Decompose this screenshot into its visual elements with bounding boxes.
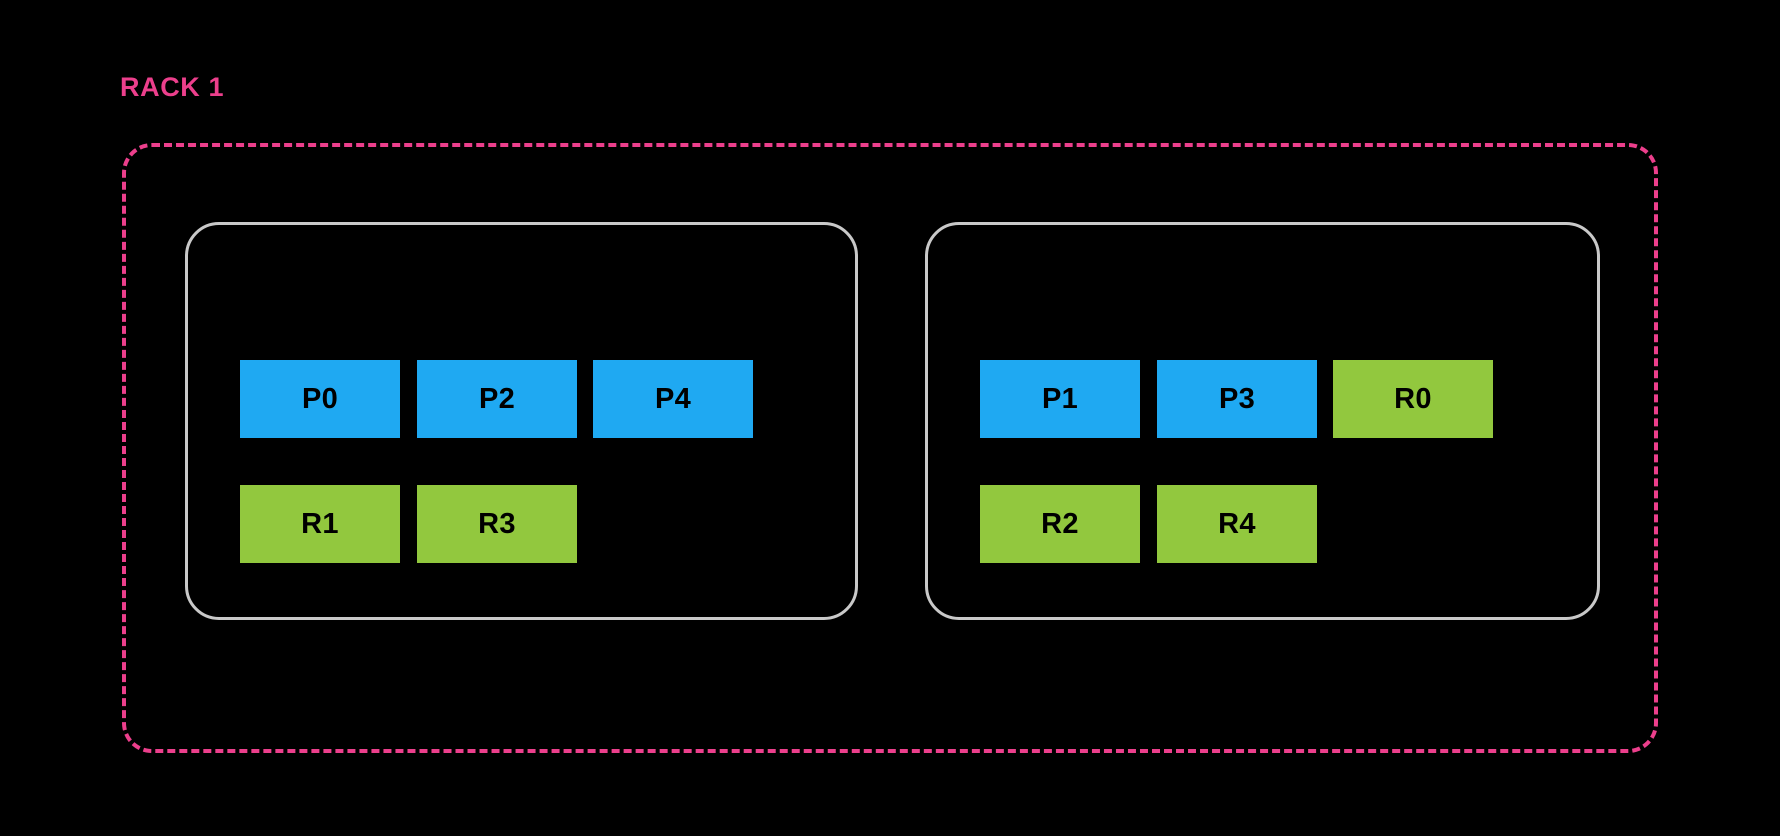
chip-r4[interactable]: R4 [1157, 485, 1317, 563]
chip-p3[interactable]: P3 [1157, 360, 1317, 438]
rack-label: RACK 1 [120, 72, 225, 102]
rack-boundary [122, 143, 1658, 753]
chip-r2[interactable]: R2 [980, 485, 1140, 563]
chip-p1[interactable]: P1 [980, 360, 1140, 438]
node-box-1 [925, 222, 1600, 620]
chip-p2[interactable]: P2 [417, 360, 577, 438]
chip-p0[interactable]: P0 [240, 360, 400, 438]
chip-r0[interactable]: R0 [1333, 360, 1493, 438]
node-box-0 [185, 222, 858, 620]
chip-r1[interactable]: R1 [240, 485, 400, 563]
chip-r3[interactable]: R3 [417, 485, 577, 563]
chip-p4[interactable]: P4 [593, 360, 753, 438]
